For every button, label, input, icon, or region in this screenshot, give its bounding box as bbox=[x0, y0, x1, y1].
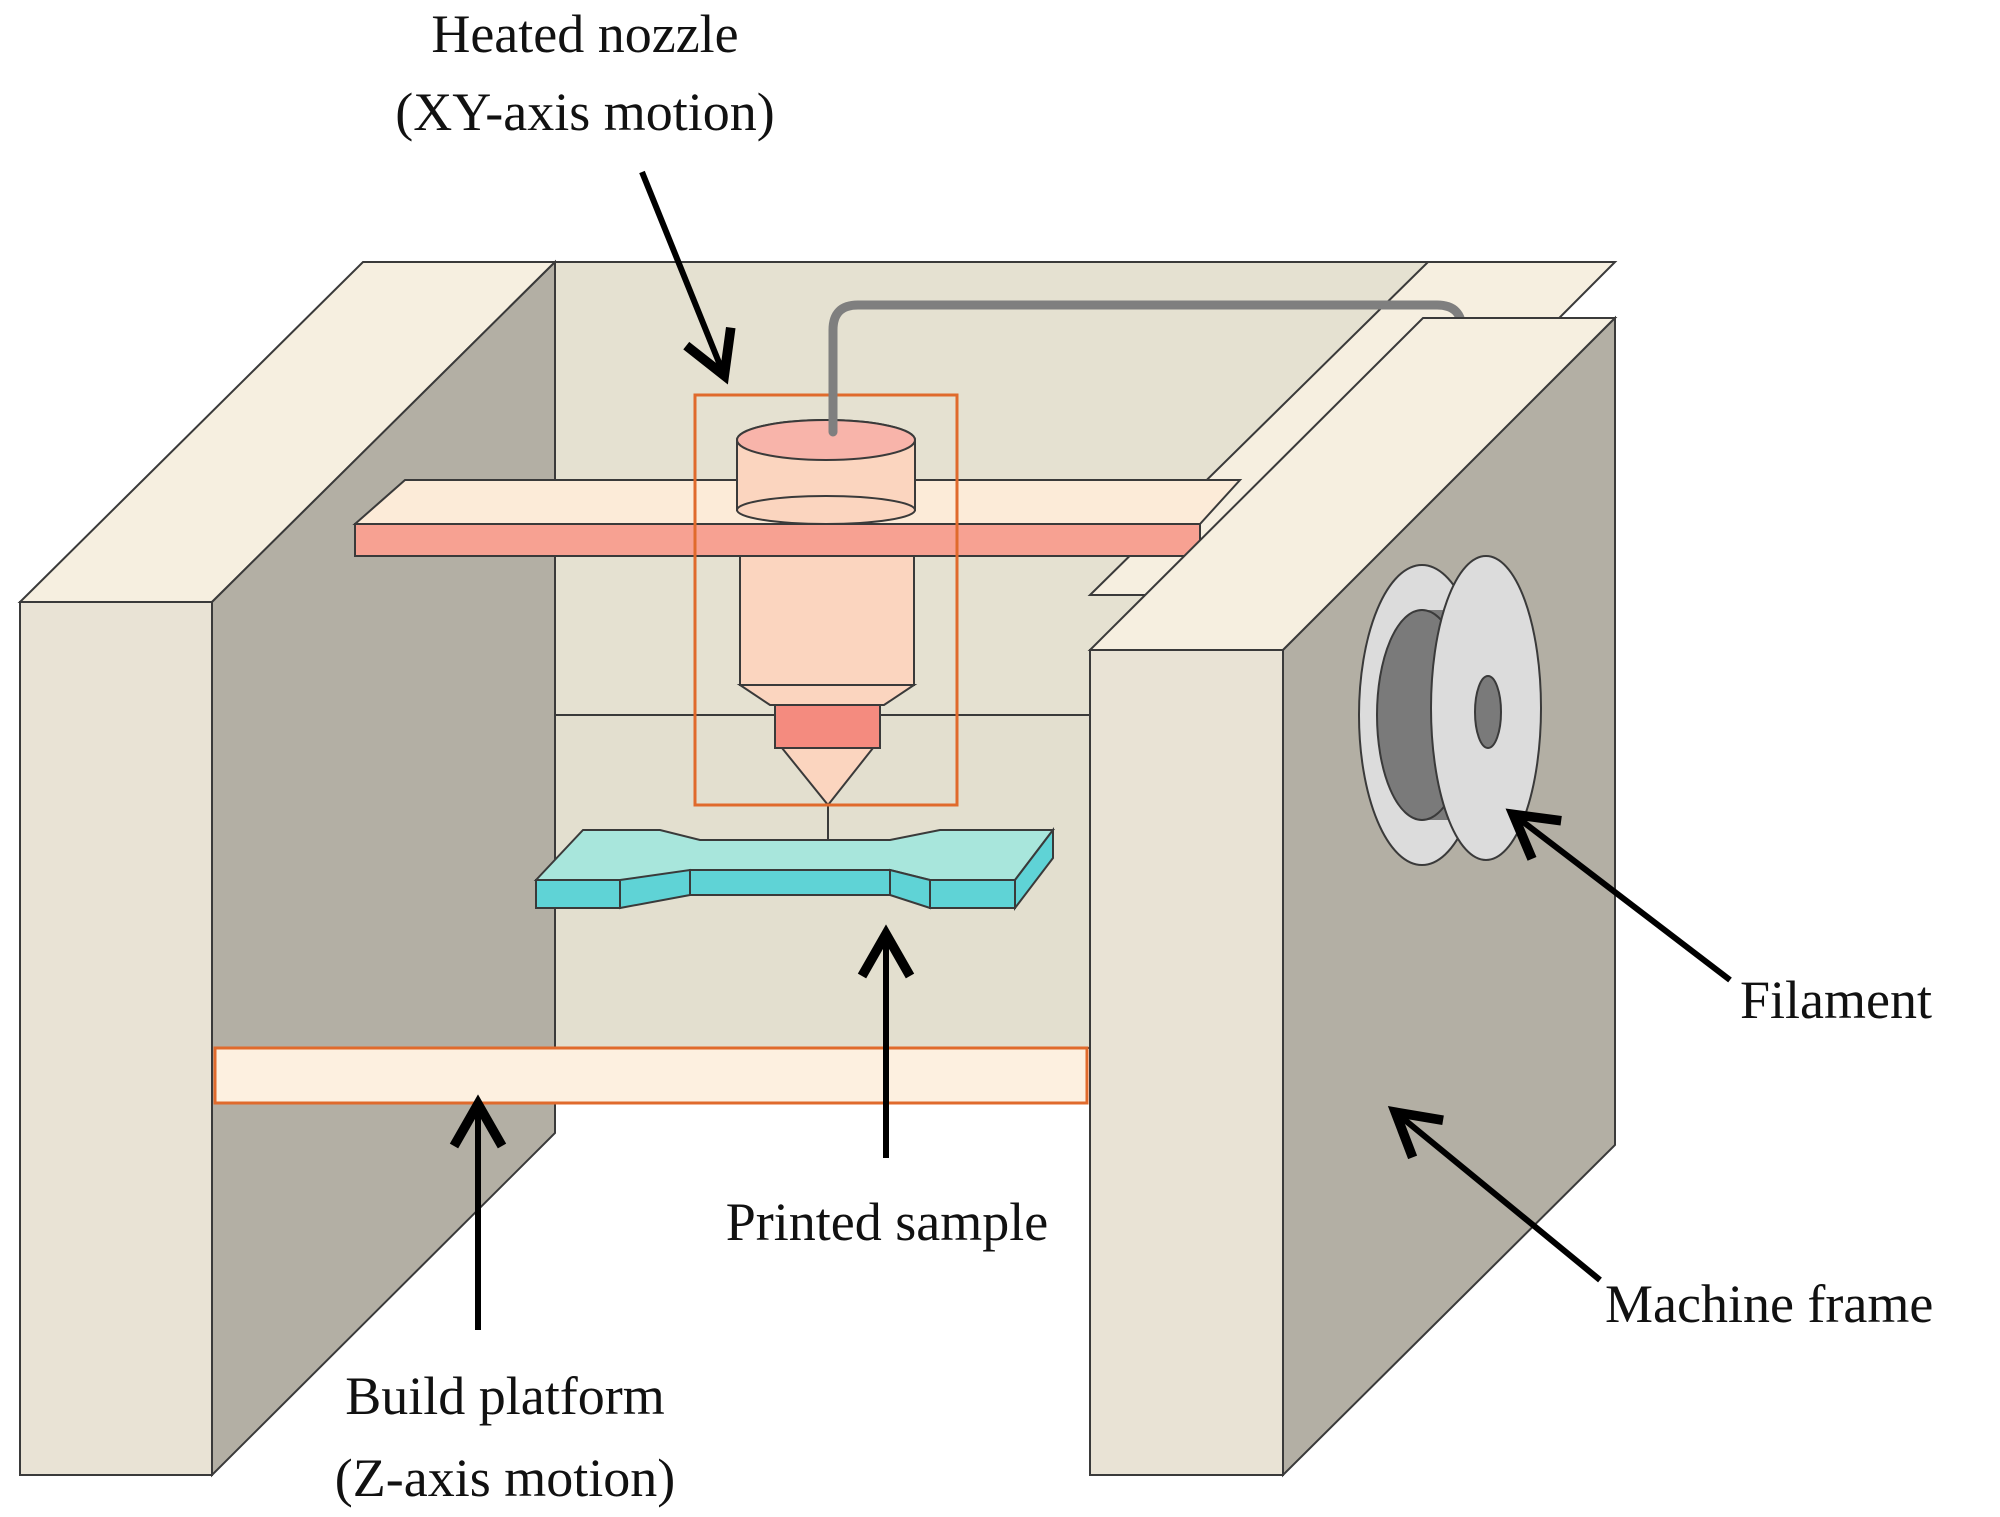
nozzle-arrow bbox=[639, 170, 736, 385]
left-frame-pillar bbox=[17, 259, 558, 1478]
right-pillar-front bbox=[1089, 649, 1284, 1476]
sample-front-center bbox=[689, 869, 891, 896]
filament-arrow bbox=[1505, 808, 1732, 983]
nozzle-upper-base bbox=[736, 495, 916, 525]
machine-frame-arrow bbox=[1387, 1106, 1602, 1283]
nozzle-label-line2: (XY-axis motion) bbox=[395, 82, 774, 142]
sample-end-right bbox=[1014, 827, 1054, 911]
sample-front-right bbox=[929, 879, 1016, 909]
build-platform bbox=[213, 1046, 1089, 1105]
filament-label: Filament bbox=[1740, 970, 1932, 1030]
nozzle-tip bbox=[779, 747, 876, 807]
sample-front-left bbox=[535, 879, 621, 909]
printed-sample bbox=[533, 827, 1056, 911]
heated-nozzle bbox=[736, 419, 918, 848]
nozzle-cap-top bbox=[736, 419, 916, 461]
right-frame-pillar bbox=[1087, 315, 1618, 1478]
filament-spool bbox=[1358, 555, 1542, 866]
printed-sample-label: Printed sample bbox=[726, 1192, 1048, 1252]
spool-hub bbox=[1474, 675, 1502, 749]
nozzle-label-line1: Heated nozzle bbox=[431, 4, 738, 64]
nozzle-lower-body bbox=[739, 555, 915, 686]
nozzle-highlight-box bbox=[693, 393, 959, 807]
machine-frame-label: Machine frame bbox=[1605, 1274, 1933, 1334]
nozzle-collar bbox=[774, 704, 881, 749]
callout-arrows bbox=[449, 170, 1732, 1330]
nozzle-taper bbox=[736, 684, 918, 706]
text-labels: Heated nozzle (XY-axis motion) Filament … bbox=[335, 4, 1934, 1508]
left-pillar-front bbox=[19, 601, 213, 1476]
platform-label-line2: (Z-axis motion) bbox=[335, 1448, 675, 1508]
platform-label-line1: Build platform bbox=[345, 1366, 664, 1426]
gantry-front bbox=[354, 523, 1201, 557]
